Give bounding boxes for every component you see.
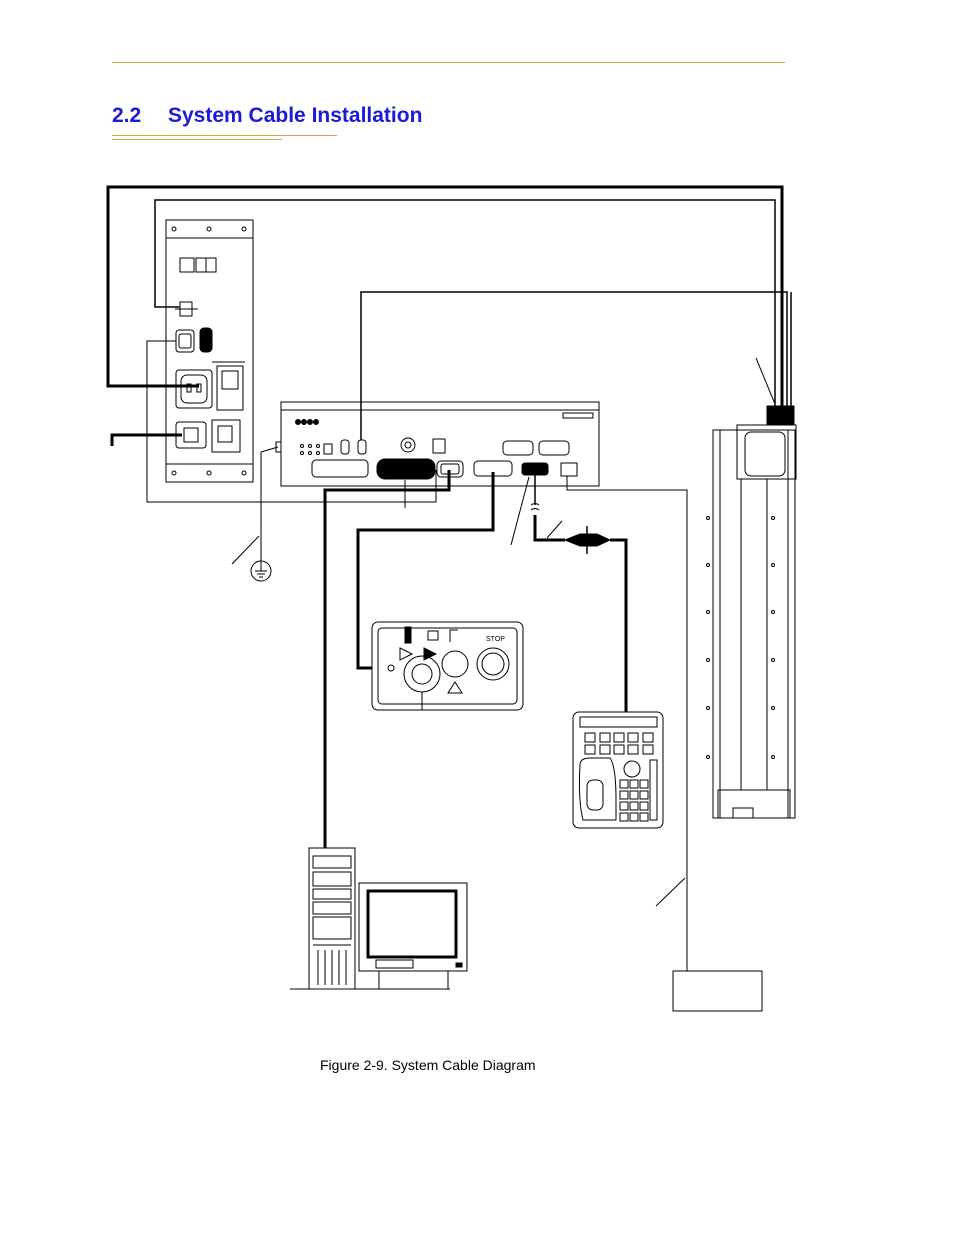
teach-pendant bbox=[572, 711, 664, 829]
section-title: System Cable Installation bbox=[168, 104, 423, 127]
heading-rule-short bbox=[112, 139, 282, 140]
stop-button-label: STOP bbox=[486, 636, 505, 643]
top-rule bbox=[112, 62, 785, 63]
front-panel bbox=[371, 621, 524, 711]
power-supply-box bbox=[672, 970, 763, 1012]
cables bbox=[106, 185, 792, 971]
ground-symbol bbox=[250, 560, 272, 582]
section-heading: 2.2 System Cable Installation bbox=[112, 104, 422, 128]
power-chassis bbox=[165, 219, 254, 483]
robot-linear-module bbox=[706, 405, 797, 819]
pc-workstation bbox=[290, 847, 468, 990]
heading-rule bbox=[112, 135, 337, 136]
section-number: 2.2 bbox=[112, 104, 142, 127]
controller-unit bbox=[275, 401, 600, 487]
figure-caption: Figure 2-9. System Cable Diagram bbox=[320, 1057, 536, 1073]
